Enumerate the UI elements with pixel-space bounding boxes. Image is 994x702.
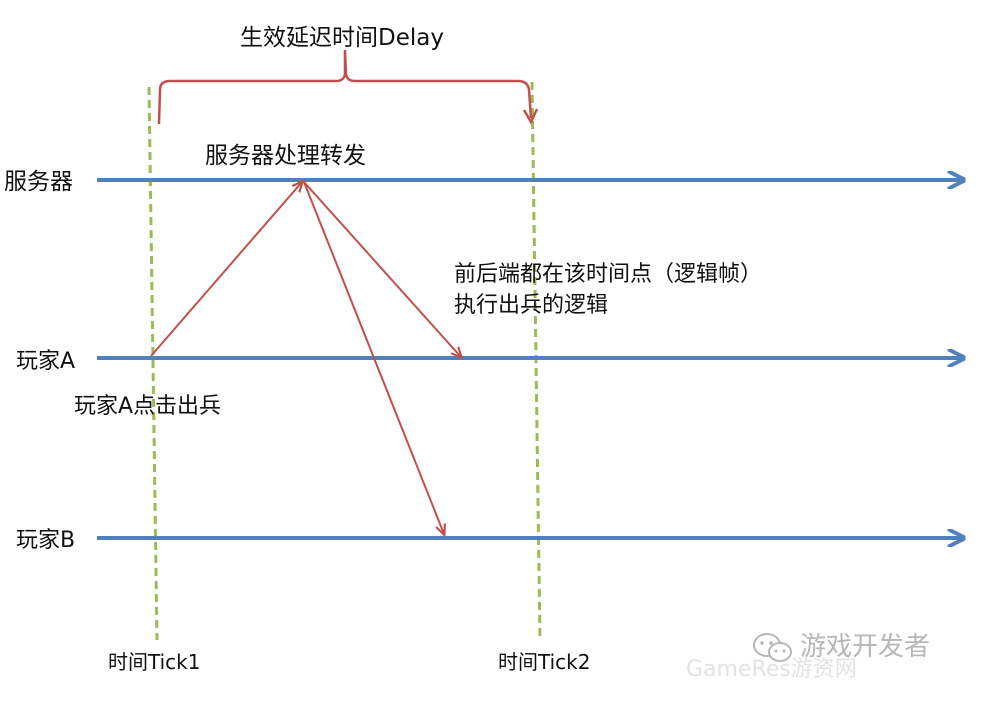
note-line-1: 前后端都在该时间点（逻辑帧） [454, 262, 762, 287]
tick1-label: 时间Tick1 [108, 650, 200, 674]
player-a-action-label: 玩家A点击出兵 [74, 394, 221, 419]
delay-label: 生效延迟时间Delay [240, 25, 444, 51]
tick2-marker [530, 81, 542, 641]
tick1-marker [147, 86, 159, 641]
player-b-lane-label: 玩家B [16, 528, 75, 553]
tick2-label: 时间Tick2 [498, 650, 590, 674]
wechat-icon [753, 633, 792, 662]
watermark: GameRes游资网 游戏开发者 [686, 632, 930, 682]
watermark-sub: GameRes游资网 [686, 657, 857, 682]
request-arrow [150, 182, 302, 357]
note-line-2: 执行出兵的逻辑 [454, 293, 608, 318]
watermark-text: 游戏开发者 [800, 632, 930, 662]
delay-brace [157, 49, 533, 125]
delay-brace-arrowhead [522, 108, 539, 125]
forward-to-b-arrow [303, 181, 444, 534]
player-a-lane-label: 玩家A [16, 349, 75, 374]
server-lane-label: 服务器 [4, 169, 73, 195]
server-process-label: 服务器处理转发 [205, 143, 366, 169]
forward-to-a-arrow [303, 181, 461, 357]
